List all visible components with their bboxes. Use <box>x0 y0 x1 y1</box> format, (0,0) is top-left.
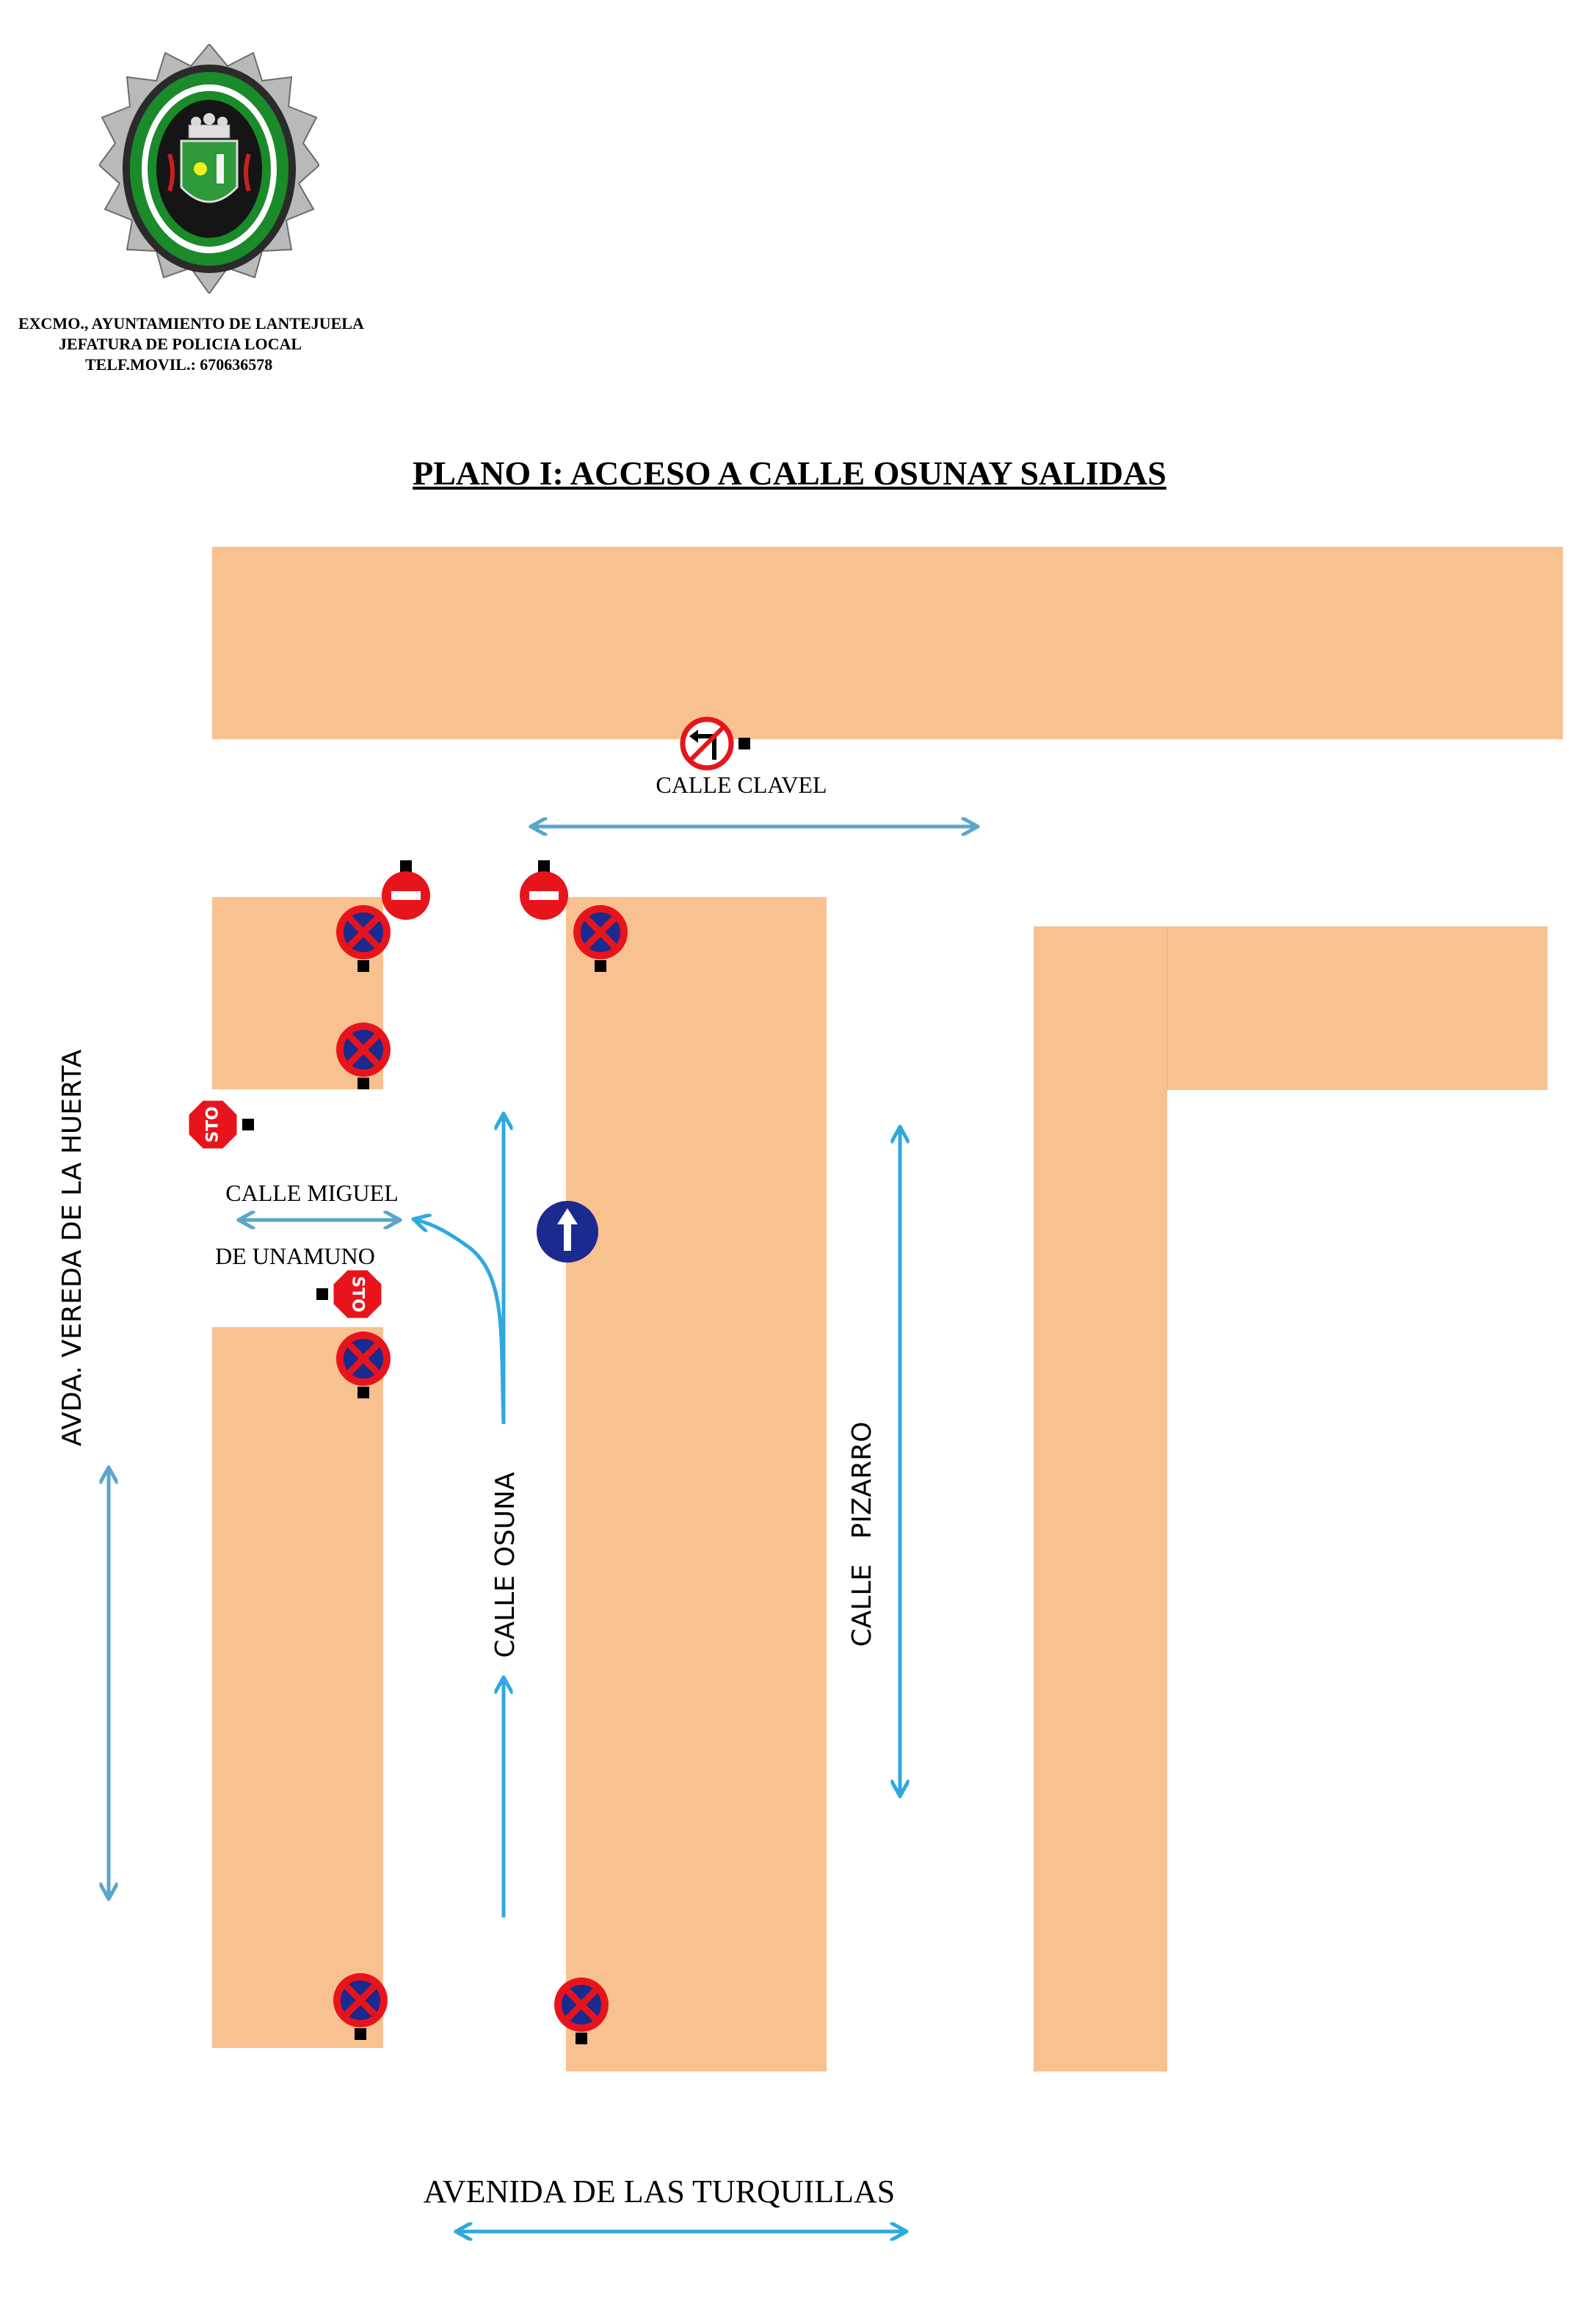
label-calle-pizarro: CALLE PIZARRO <box>847 1422 877 1647</box>
label-avda-vereda: AVDA. VEREDA DE LA HUERTA <box>57 1049 87 1446</box>
traffic-signs: STO STO <box>186 716 750 2044</box>
no-entry-sign-icon <box>520 860 568 920</box>
no-left-turn-sign-icon <box>680 716 750 771</box>
traffic-arrows <box>109 827 974 2232</box>
stop-sign-text: STO <box>204 1106 222 1143</box>
no-parking-sign-icon <box>554 1978 609 2044</box>
page-title: PLANO I: ACCESO A CALLE OSUNAY SALIDAS <box>413 454 1166 492</box>
no-parking-sign-icon <box>336 905 391 972</box>
police-badge-logo <box>99 44 319 294</box>
block-north <box>212 547 1563 739</box>
stop-sign-icon: STO <box>186 1098 254 1151</box>
label-calle-osuna: CALLE OSUNA <box>490 1472 520 1658</box>
label-calle-miguel-line1: CALLE MIGUEL <box>225 1180 399 1206</box>
city-blocks <box>212 547 1563 2071</box>
no-parking-sign-icon <box>573 905 628 972</box>
no-entry-sign-icon <box>382 860 430 920</box>
block-west-lower <box>212 1327 383 2048</box>
calle-osuna-turn-arrow <box>417 1220 506 1425</box>
block-center <box>566 897 827 2071</box>
stop-sign-text: STO <box>349 1276 367 1312</box>
no-parking-sign-icon <box>336 1023 391 1089</box>
block-east-column <box>1034 926 1167 2071</box>
no-parking-sign-icon <box>336 1332 391 1398</box>
street-labels: CALLE CLAVEL CALLE MIGUEL DE UNAMUNO AVD… <box>57 771 895 2209</box>
label-calle-clavel: CALLE CLAVEL <box>656 771 827 798</box>
coat-of-arms-icon <box>167 113 251 203</box>
header-line-3: TELF.MOVIL.: 670636578 <box>85 355 273 374</box>
stop-sign-icon: STO <box>316 1268 384 1321</box>
label-avenida-turquillas: AVENIDA DE LAS TURQUILLAS <box>424 2174 896 2209</box>
block-east-wing <box>1167 926 1547 1090</box>
header-line-1: EXCMO., AYUNTAMIENTO DE LANTEJUELA <box>18 314 364 333</box>
header-line-2: JEFATURA DE POLICIA LOCAL <box>59 335 302 353</box>
no-parking-sign-icon <box>333 1973 388 2040</box>
ahead-only-sign-icon <box>537 1201 598 1263</box>
label-calle-miguel-line2: DE UNAMUNO <box>215 1243 375 1269</box>
